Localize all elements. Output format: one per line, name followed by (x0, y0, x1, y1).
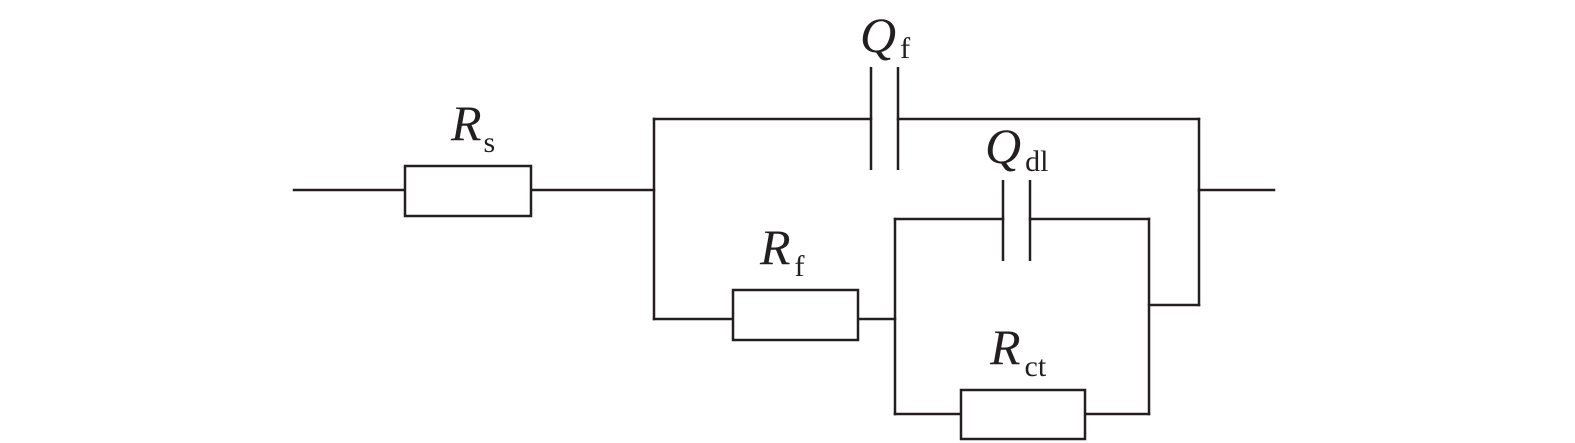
resistor-rct (959, 388, 1087, 441)
label-rs: Rs (450, 95, 495, 159)
label-rs-subscript: s (484, 126, 496, 159)
label-qf-symbol: Q (860, 7, 896, 63)
circuit-wires (292, 117, 1276, 416)
resistor-rf (731, 288, 860, 342)
label-rs-symbol: R (450, 95, 482, 151)
resistor-rs (403, 164, 533, 218)
label-rf-symbol: R (759, 219, 791, 275)
label-rf-subscript: f (795, 250, 805, 283)
label-qdl-symbol: Q (985, 118, 1021, 174)
cpe-qdl (1001, 180, 1032, 261)
label-rct-symbol: R (989, 319, 1021, 375)
cpe-qf (869, 67, 900, 170)
label-rct-subscript: ct (1025, 350, 1047, 383)
label-qdl-subscript: dl (1025, 145, 1048, 178)
label-qf-subscript: f (900, 32, 910, 65)
